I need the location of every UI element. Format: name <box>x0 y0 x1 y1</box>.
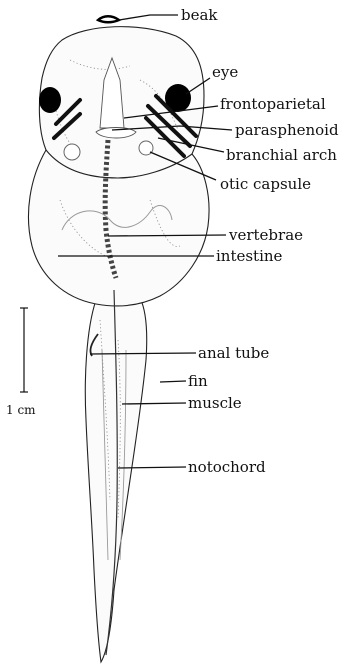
label-fin: fin <box>188 372 208 390</box>
scale-bar: 1 cm <box>6 308 36 417</box>
label-otic-capsule: otic capsule <box>220 175 311 193</box>
label-intestine: intestine <box>216 247 283 265</box>
label-parasphenoid: parasphenoid <box>235 121 339 139</box>
label-notochord: notochord <box>188 458 266 476</box>
label-anal-tube: anal tube <box>198 344 269 362</box>
label-branchial-arch: branchial arch <box>226 146 337 164</box>
label-vertebrae: vertebrae <box>228 226 303 244</box>
scale-bar-label: 1 cm <box>6 403 36 417</box>
beak-shape <box>98 16 119 22</box>
label-beak: beak <box>181 6 218 24</box>
left-eye-shape <box>39 87 61 113</box>
tadpole-drawing <box>28 16 209 662</box>
left-otic-capsule <box>64 144 80 160</box>
beak-leader <box>119 15 178 20</box>
label-frontoparietal: frontoparietal <box>220 95 326 113</box>
label-muscle: muscle <box>188 394 242 412</box>
fin-leader <box>160 381 186 382</box>
label-eye: eye <box>212 63 238 81</box>
